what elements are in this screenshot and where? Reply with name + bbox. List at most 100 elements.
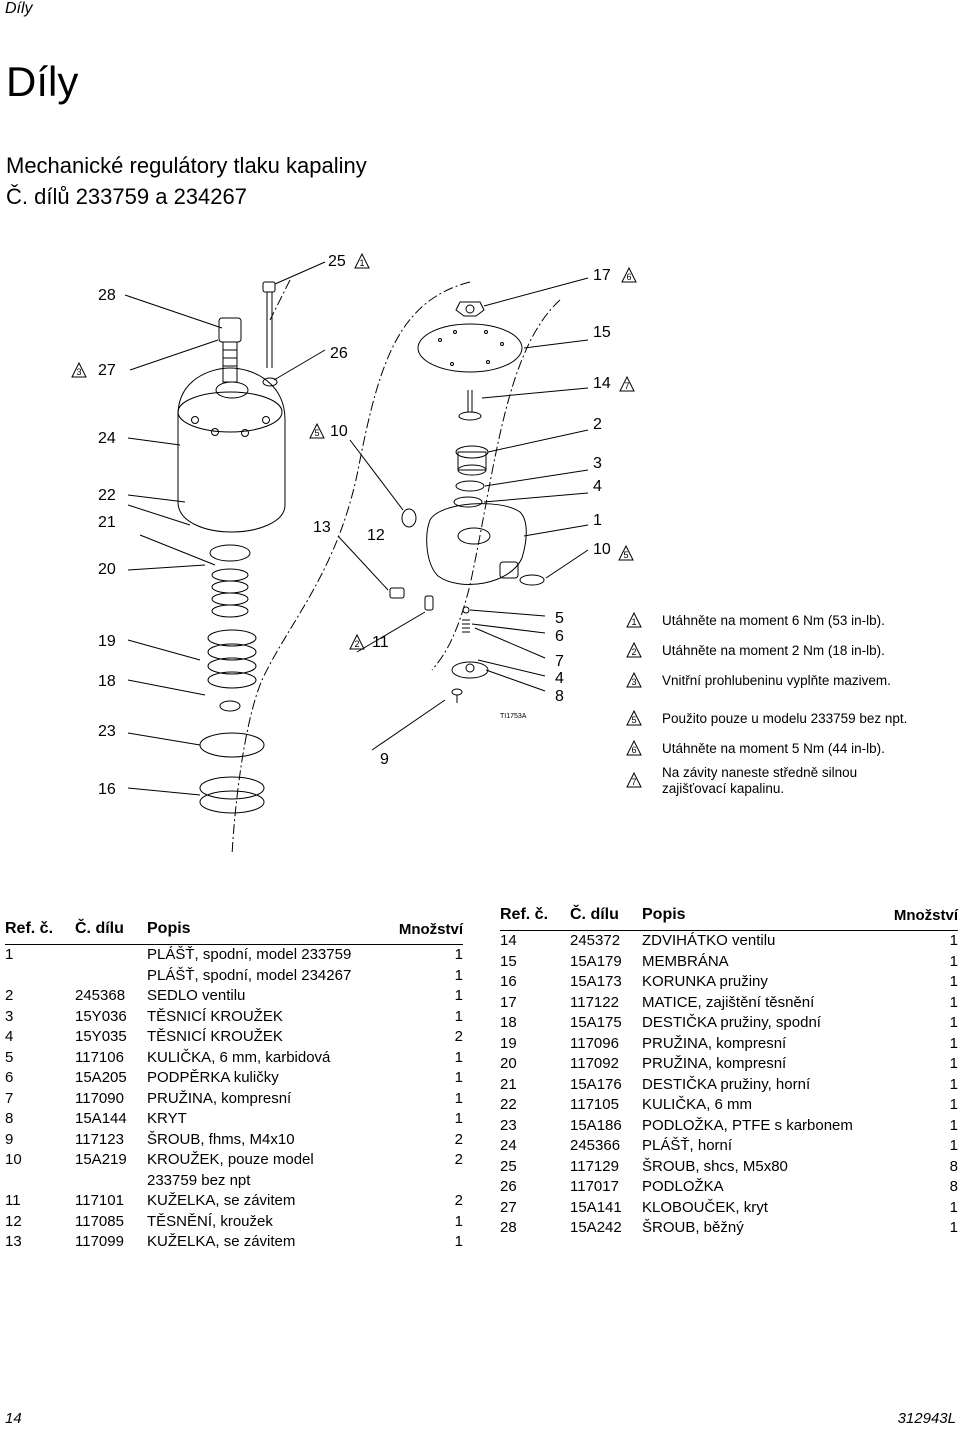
cell-qty: 1	[949, 1034, 958, 1052]
callout-label: 15	[593, 324, 611, 341]
callout-label: 28	[98, 287, 116, 304]
cell-desc: ŠROUB, běžný	[642, 1219, 744, 1236]
header-qty: Množství	[893, 906, 958, 924]
cell-part: 15A242	[570, 1219, 622, 1236]
cell-ref: 21	[500, 1075, 517, 1093]
cell-ref: 8	[5, 1110, 14, 1127]
cell-qty: 2	[454, 1151, 463, 1168]
ptfe-washer-part	[199, 732, 265, 758]
callout-label: 16	[98, 781, 116, 798]
assembly-axis-line	[431, 299, 561, 671]
warning-triangle-icon: 5	[309, 422, 325, 439]
warning-triangle-icon	[626, 611, 642, 628]
cell-ref: 9	[5, 1130, 14, 1148]
header-desc: Popis	[147, 920, 191, 937]
cell-desc: KORUNKA pružiny	[642, 973, 768, 990]
svg-text:5: 5	[631, 715, 636, 725]
cell-part: 117090	[75, 1089, 124, 1107]
note-item: 7 Na závity naneste středně silnou zajiš…	[626, 765, 857, 796]
warning-triangle-icon	[626, 671, 642, 688]
cell-part: 15Y035	[75, 1028, 127, 1045]
svg-text:1: 1	[631, 617, 636, 627]
callout-label: 6	[555, 628, 564, 645]
warning-triangle-icon: 5	[618, 544, 634, 561]
cell-ref: 3	[5, 1007, 14, 1025]
cell-ref: 19	[500, 1034, 517, 1052]
page-number: 14	[5, 1410, 22, 1427]
callout-label: 20	[98, 561, 116, 578]
note-text: Utáhněte na moment 2 Nm (18 in-lb).	[662, 643, 885, 658]
cell-qty: 1	[949, 1198, 958, 1216]
cell-part: 15A173	[570, 973, 622, 990]
cell-qty: 1	[949, 973, 958, 990]
cell-part: 245368	[75, 987, 126, 1004]
cell-desc: KULIČKA, 6 mm, karbidová	[147, 1048, 331, 1066]
header-part: Č. dílu	[570, 906, 619, 923]
note-item: 2 Utáhněte na moment 2 Nm (18 in-lb).	[626, 641, 885, 658]
cell-part: 117099	[75, 1233, 124, 1250]
subtitle-line-2: Č. dílů 233759 a 234267	[6, 184, 247, 209]
cell-desc: SEDLO ventilu	[147, 987, 246, 1004]
cell-desc: KUŽELKA, se závitem	[147, 1233, 296, 1250]
ring-part	[519, 574, 545, 586]
table-header-row: Ref. č. Č. dílu Popis Množství	[5, 914, 463, 945]
cell-ref: 17	[500, 993, 517, 1011]
note-text: Utáhněte na moment 6 Nm (53 in-lb).	[662, 613, 885, 628]
cell-qty: 1	[454, 1069, 463, 1086]
header-qty: Množství	[398, 920, 463, 938]
svg-text:6: 6	[631, 745, 636, 755]
cell-qty: 1	[454, 1212, 463, 1230]
cell-ref: 25	[500, 1157, 517, 1175]
callout-label: 4	[593, 478, 602, 495]
callout-label: 4	[555, 670, 564, 687]
cell-ref: 6	[5, 1069, 14, 1086]
o-ring-lower-part	[453, 496, 483, 508]
assembly-axis-line	[231, 281, 471, 856]
cell-part: 117105	[570, 1096, 619, 1113]
cell-qty: 1	[949, 993, 958, 1011]
cell-ref: 20	[500, 1055, 517, 1072]
cell-ref: 5	[5, 1048, 14, 1066]
image-code: TI1753A	[500, 713, 527, 720]
callout-label: 3	[593, 455, 602, 472]
cover-plate-part	[451, 661, 489, 679]
spring-plate-upper-part	[209, 544, 251, 562]
callout-label: 26	[330, 345, 348, 362]
cell-ref: 28	[500, 1219, 517, 1236]
callout-label: 1	[593, 512, 602, 529]
threaded-plug-side-part	[424, 595, 434, 611]
note-text-continued: zajišťovací kapalinu.	[662, 781, 784, 796]
upper-housing-part	[177, 367, 286, 533]
cell-ref: 22	[500, 1096, 517, 1113]
cell-part: 117129	[570, 1157, 619, 1175]
diagram-warning-marks: 3 1 5 2 6 7 5	[71, 252, 637, 650]
cell-ref: 14	[500, 932, 517, 949]
cell-ref: 15	[500, 952, 517, 970]
cell-desc: DESTIČKA pružiny, spodní	[642, 1014, 821, 1031]
callout-label: 8	[555, 688, 564, 705]
svg-text:5: 5	[623, 550, 628, 560]
note-item: 3 Vnitřní prohlubeninu vyplňte mazivem.	[626, 671, 891, 688]
cell-qty: 1	[949, 1055, 958, 1072]
svg-text:3: 3	[76, 367, 81, 377]
cell-desc: DESTIČKA pružiny, horní	[642, 1075, 811, 1093]
valve-lifter-part	[458, 390, 482, 421]
header-desc: Popis	[642, 906, 686, 923]
cell-desc: TĚSNICÍ KROUŽEK	[147, 1007, 283, 1025]
cell-qty: 1	[454, 1233, 463, 1250]
cell-desc: PLÁŠŤ, horní	[642, 1137, 733, 1154]
cell-ref: 13	[5, 1233, 22, 1250]
note-item: 1 Utáhněte na moment 6 Nm (53 in-lb).	[626, 611, 885, 628]
callout-label: 21	[98, 514, 116, 531]
cell-qty: 1	[949, 952, 958, 970]
cell-part: 117092	[570, 1055, 619, 1072]
